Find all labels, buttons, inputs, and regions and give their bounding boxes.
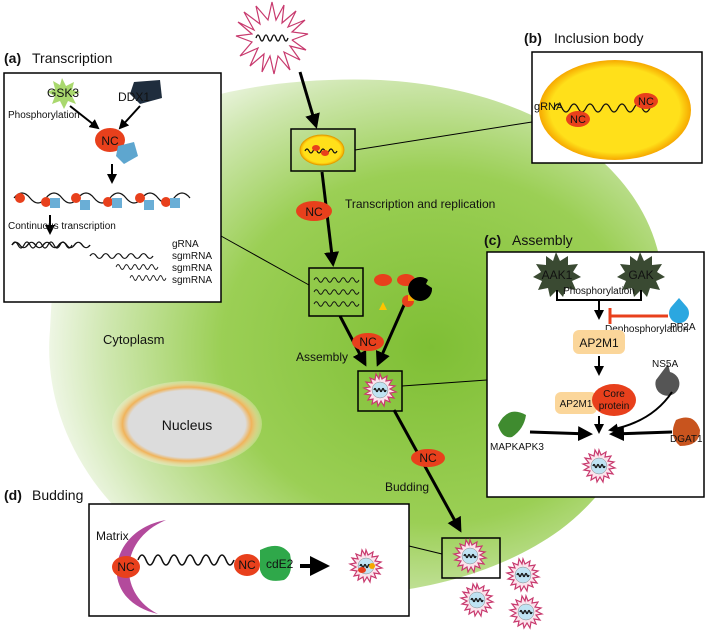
aak1-label: AAK1 [542,268,573,282]
entering-virion-icon [235,1,309,75]
budding-arrow [392,409,462,533]
nc-label: NC [305,205,323,219]
core-protein [592,384,636,416]
assembly-arrow-2 [375,295,410,367]
panel-b-title: Inclusion body [554,30,644,46]
matrix-label: Matrix [96,529,129,543]
panel-a-title: Transcription [32,50,112,66]
panel-a-box [3,72,222,303]
grna-label-a: gRNA [172,239,199,250]
ddx1-label: DDX1 [118,90,150,104]
svg-text:NC: NC [359,335,377,349]
protein-label: protein [599,401,630,412]
cytoplasm-label: Cytoplasm [103,332,164,347]
panel-c-letter: (c) [484,232,501,248]
phosphorylation-label-c: Phosphorylation [563,286,635,297]
svg-text:NC: NC [117,560,135,574]
nucleus [112,381,262,467]
sgmrna-label-2: sgmRNA [172,263,212,274]
svg-text:NC: NC [570,114,586,126]
dgat1-icon [672,417,700,446]
dgat1-label: DGAT1 [670,434,703,445]
phosphorylation-label-a: Phosphorylation [8,110,80,121]
gak-label: GAK [628,268,653,282]
dephosphorylation-label: Dephosphorylation [605,324,688,335]
svg-text:NC: NC [101,134,119,148]
continuous-transcription-label: Continuous transcription [8,221,116,232]
ap2m1-label-complex: AP2M1 [560,399,593,410]
nucleus-label: Nucleus [162,417,213,433]
nc-component [374,274,392,286]
released-virion-icon [506,558,540,592]
panel-b-letter: (b) [524,30,542,46]
gsk3-icon [47,78,80,109]
mapkapk3-icon [498,411,526,438]
grna-label-b: gRNA [534,101,564,113]
core-label: Core [603,389,625,400]
cde2-icon [260,545,292,581]
transcription-replication-label: Transcription and replication [345,197,495,211]
panel-c-title: Assembly [512,232,573,248]
assembly-label: Assembly [296,350,348,364]
ap2m1-label: AP2M1 [579,336,619,350]
gak-icon [617,252,665,297]
sgmrna-label-1: sgmRNA [172,251,212,262]
svg-text:NC: NC [638,96,654,108]
entry-arrow [298,71,320,129]
budding-label: Budding [385,480,429,494]
mapkapk3-label: MAPKAPK3 [490,442,544,453]
panel-a-letter: (a) [4,50,21,66]
svg-text:NC: NC [419,451,437,465]
panel-d-letter: (d) [4,487,22,503]
panel-d-title: Budding [32,487,83,503]
matrix-membrane [116,520,166,614]
ns5a-icon [655,364,680,396]
gsk3-label: GSK3 [47,86,79,100]
nc-badge-transcription [296,201,332,221]
cde2-label: cdE2 [266,557,294,571]
aak1-icon [533,252,581,297]
ns5a-label: NS5A [652,359,678,370]
inclusion-body [539,60,691,160]
svg-text:NC: NC [238,558,256,572]
protein-component [408,276,433,301]
pp2a-icon [669,298,689,324]
ap2m1-block [573,330,625,354]
rna-box [308,267,364,317]
pp2a-label: PP2A [670,322,696,333]
transcription-arrow [320,171,340,267]
sgmrna-label-3: sgmRNA [172,275,212,286]
ddx1-icon [130,80,162,104]
